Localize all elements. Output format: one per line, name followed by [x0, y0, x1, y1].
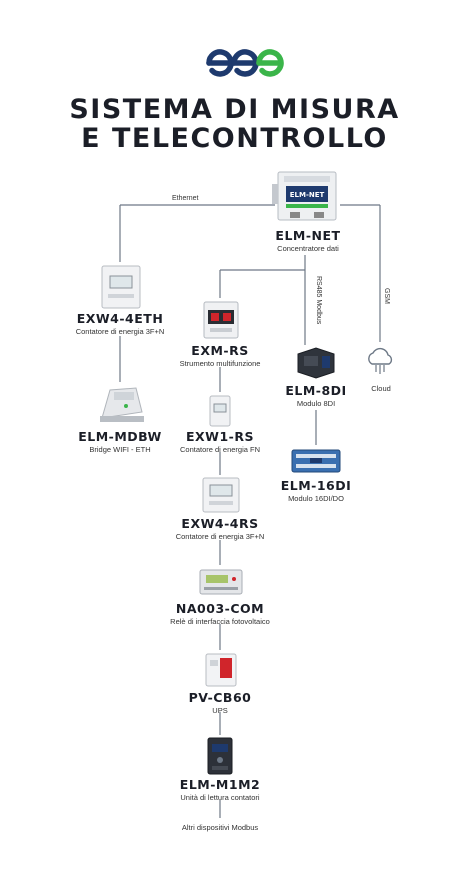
eee-logo-icon — [206, 49, 284, 77]
elm-mdbw-desc: Bridge WIFI - ETH — [89, 445, 151, 454]
elm-mdbw-label: ELM-MDBW Bridge WIFI - ETH — [78, 429, 162, 454]
elm-net-label: ELM-NET Concentratore dati — [275, 228, 340, 253]
elm-mdbw-device-image — [96, 382, 146, 426]
page-title-line2: E TELECONTROLLO — [81, 123, 388, 154]
exw4-4rs-device-image — [201, 476, 241, 514]
exw1-rs-name: EXW1-RS — [186, 429, 254, 444]
brand-logo — [205, 48, 285, 78]
rs485-link-label: RS485 Modbus — [315, 276, 322, 325]
na003-com-name: NA003-COM — [175, 601, 265, 616]
other-modbus-devices-label: Altri dispositivi Modbus — [181, 823, 259, 832]
exw4-4eth-desc: Contatore di energia 3F+N — [75, 327, 165, 336]
exw1-rs-desc: Contatore di energia FN — [179, 445, 261, 454]
elm-net-device-image: ELM-NET — [272, 168, 342, 224]
svg-text:ELM-NET: ELM-NET — [290, 191, 325, 199]
page-title-line1: SISTEMA DI MISURA — [69, 94, 400, 125]
elm-m1m2-name: ELM-M1M2 — [179, 777, 261, 792]
elm-8di-name: ELM-8DI — [285, 383, 347, 398]
exw4-4eth-label: EXW4-4ETH Contatore di energia 3F+N — [76, 311, 165, 336]
exw4-4eth-name: EXW4-4ETH — [76, 311, 164, 326]
elm-8di-device-image — [294, 344, 338, 380]
exm-rs-device-image — [202, 300, 240, 340]
exw4-4eth-device-image — [100, 264, 142, 310]
na003-com-label: NA003-COM Relè di interfaccia fotovoltai… — [170, 601, 270, 626]
pv-cb60-name: PV-CB60 — [188, 690, 252, 705]
elm-m1m2-label: ELM-M1M2 Unità di lettura contatori — [180, 777, 260, 802]
pv-cb60-device-image — [204, 652, 238, 688]
exm-rs-name: EXM-RS — [191, 343, 249, 358]
exm-rs-label: EXM-RS Strumento multifunzione — [180, 343, 261, 368]
elm-mdbw-name: ELM-MDBW — [78, 429, 162, 444]
elm-8di-label: ELM-8DI Modulo 8DI — [285, 383, 346, 408]
elm-net-desc: Concentratore dati — [277, 244, 339, 253]
pv-cb60-label: PV-CB60 UPS — [189, 690, 252, 715]
pv-cb60-desc: UPS — [212, 706, 228, 715]
exw4-4rs-desc: Contatore di energia 3F+N — [175, 532, 265, 541]
cloud-label: Cloud — [371, 384, 391, 393]
elm-16di-device-image — [290, 446, 342, 476]
exw1-rs-device-image — [208, 394, 232, 428]
elm-16di-label: ELM-16DI Modulo 16DI/DO — [281, 478, 352, 503]
elm-8di-desc: Modulo 8DI — [296, 399, 336, 408]
gsm-link-label: GSM — [383, 288, 390, 304]
elm-m1m2-device-image — [204, 736, 236, 776]
elm-m1m2-desc: Unità di lettura contatori — [180, 793, 260, 802]
exm-rs-desc: Strumento multifunzione — [179, 359, 261, 368]
elm-net-name: ELM-NET — [275, 228, 341, 243]
na003-com-desc: Relè di interfaccia fotovoltaico — [170, 617, 270, 626]
cloud-icon — [364, 344, 396, 378]
exw4-4rs-name: EXW4-4RS — [181, 516, 259, 531]
elm-16di-name: ELM-16DI — [280, 478, 352, 493]
ethernet-link-label: Ethernet — [172, 195, 199, 202]
na003-com-device-image — [198, 566, 244, 598]
elm-16di-desc: Modulo 16DI/DO — [288, 494, 344, 503]
exw1-rs-label: EXW1-RS Contatore di energia FN — [180, 429, 260, 454]
exw4-4rs-label: EXW4-4RS Contatore di energia 3F+N — [176, 516, 265, 541]
